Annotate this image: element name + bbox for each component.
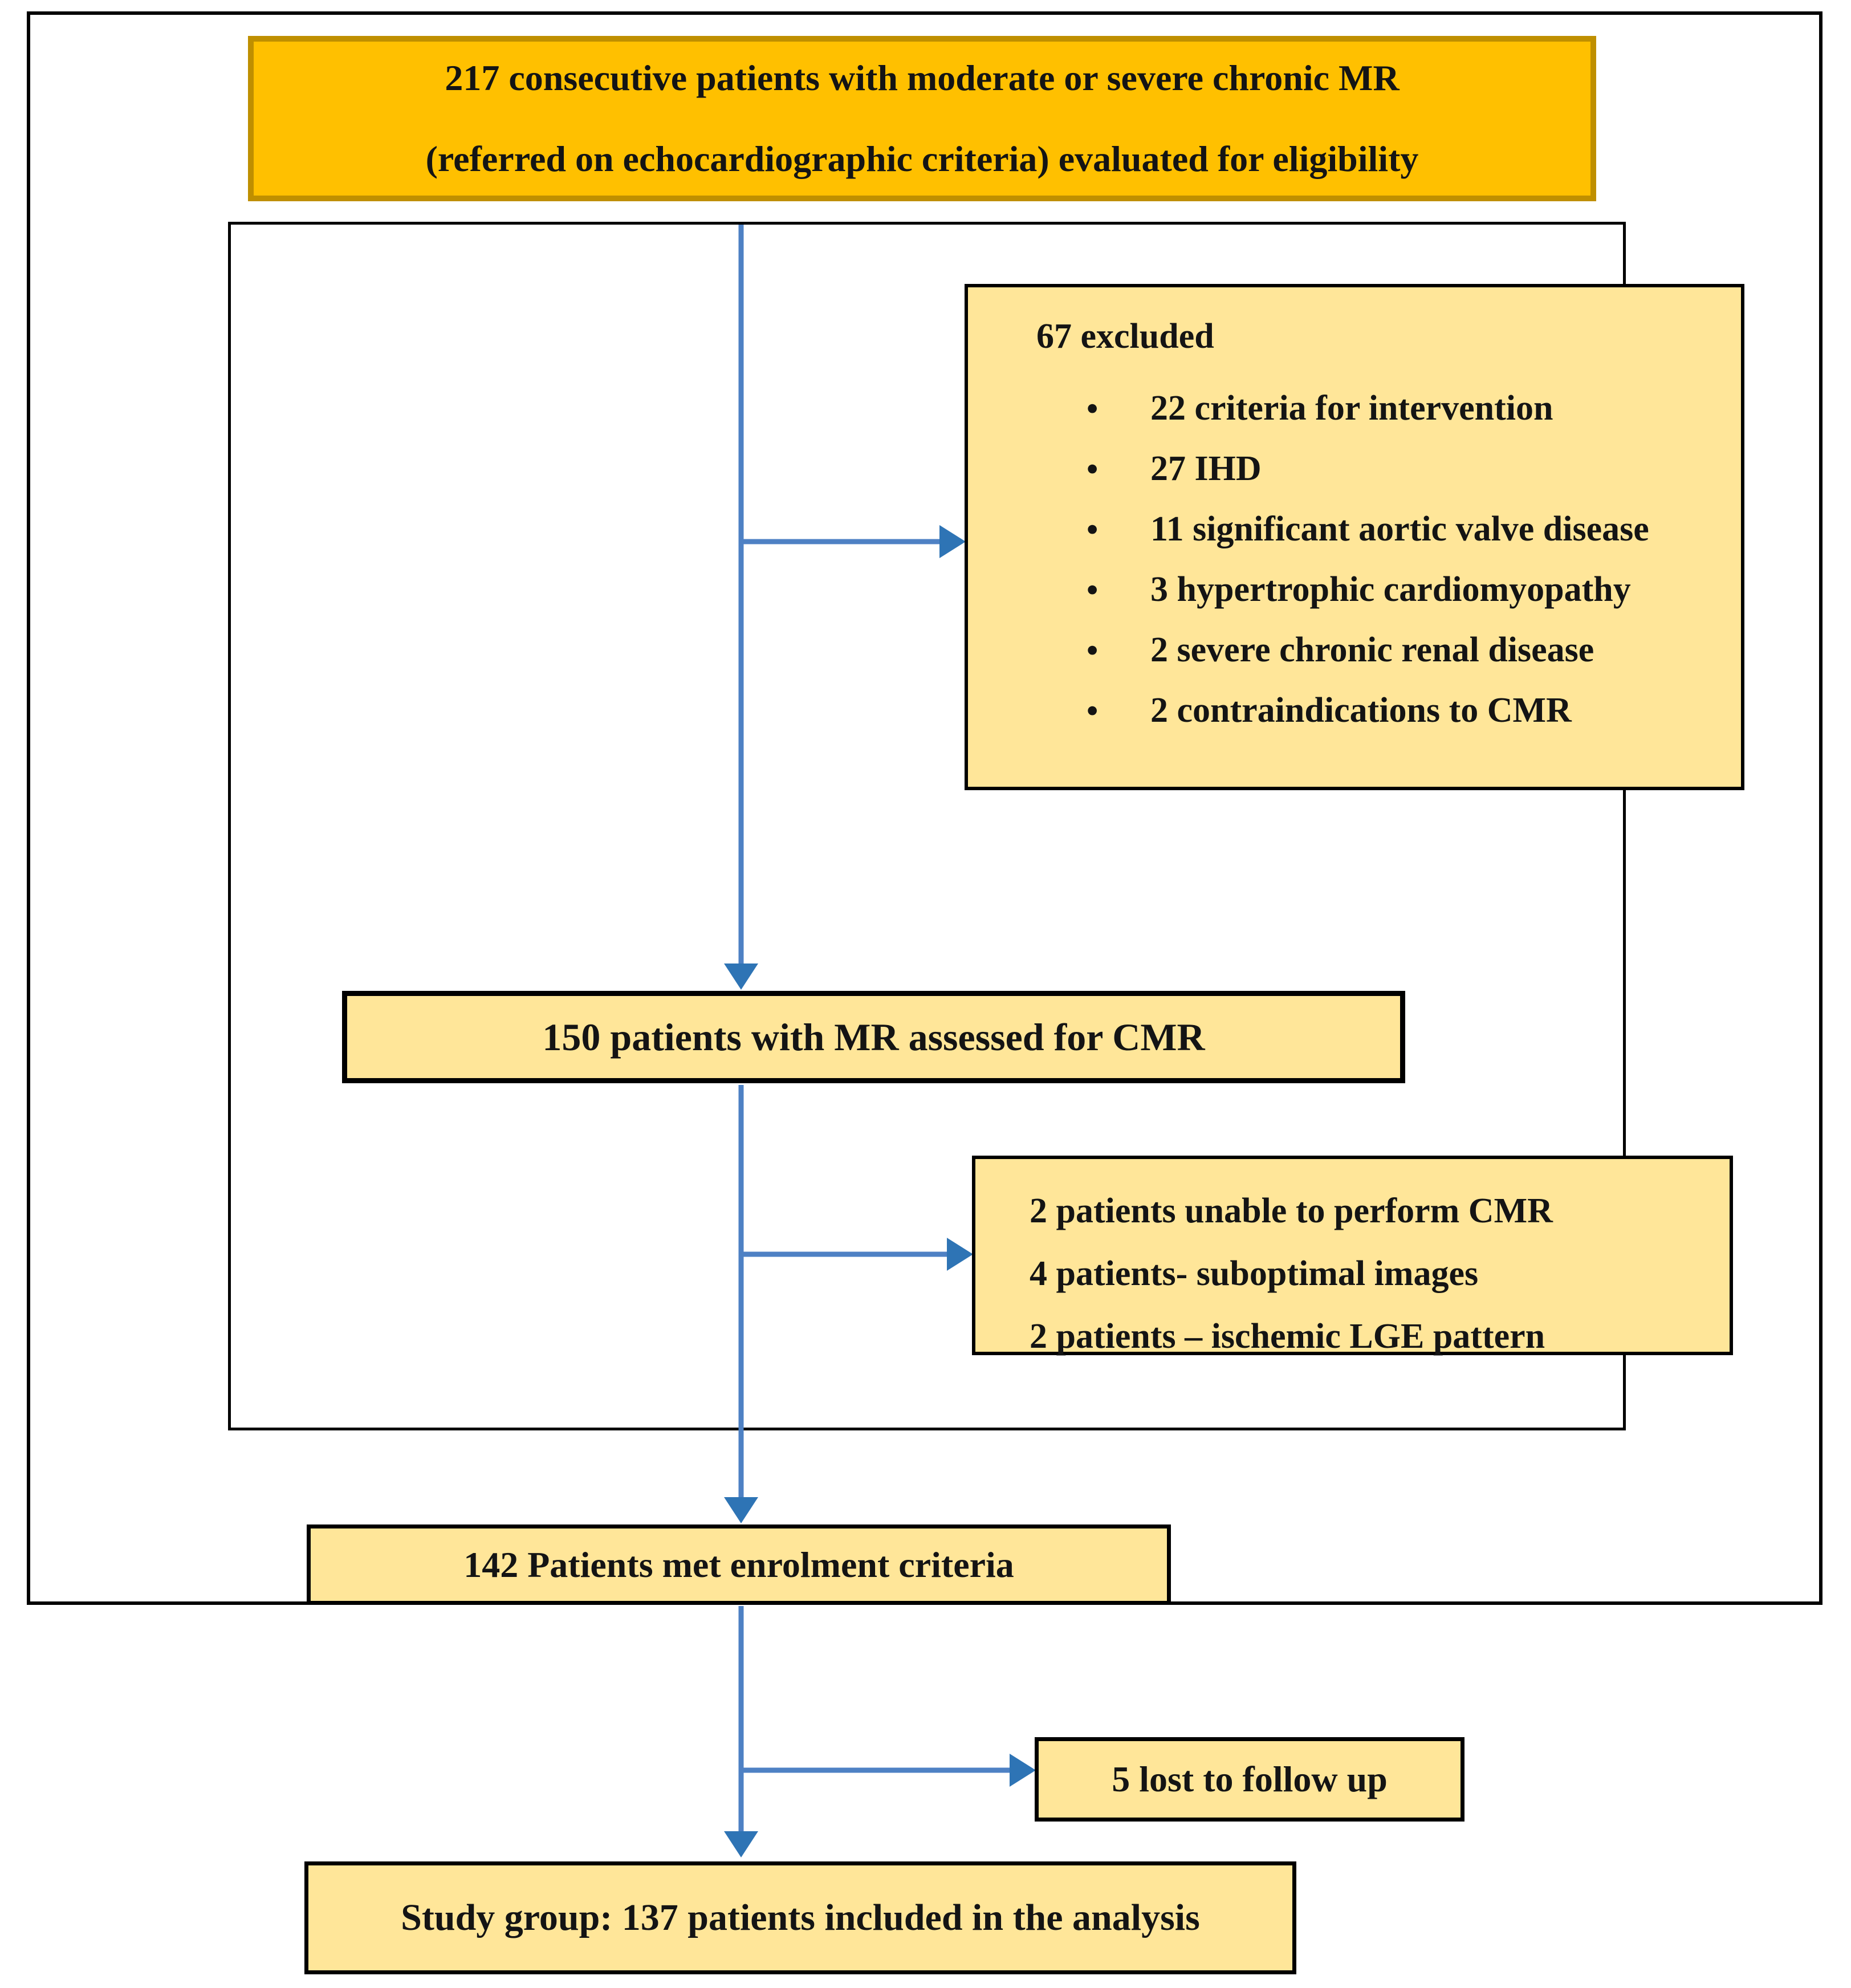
lost-follow-up-box: 5 lost to follow up [1035, 1737, 1464, 1822]
assessed-box: 150 patients with MR assessed for CMR [342, 991, 1405, 1083]
cmr-exclusion-line: 4 patients- suboptimal images [1030, 1254, 1479, 1293]
cmr-exclusions-box: 2 patients unable to perform CMR 4 patie… [972, 1156, 1733, 1356]
cmr-exclusion-line: 2 patients unable to perform CMR [1030, 1192, 1553, 1230]
arrowhead-down-assessed-icon [724, 963, 758, 990]
eligibility-box: 217 consecutive patients with moderate o… [248, 36, 1596, 201]
assessed-label: 150 patients with MR assessed for CMR [542, 1015, 1205, 1059]
cmr-exclusion-line: 2 patients – ischemic LGE pattern [1030, 1317, 1545, 1356]
excluded-box: 67 excluded • 22 criteria for interventi… [965, 284, 1744, 790]
excluded-item-text: 27 IHD [1150, 449, 1262, 488]
study-group-box: Study group: 137 patients included in th… [304, 1861, 1296, 1974]
bullet-icon: • [1087, 631, 1099, 669]
list-item: • 3 hypertrophic cardiomyopathy [1036, 568, 1724, 628]
enrolment-box: 142 Patients met enrolment criteria [307, 1524, 1171, 1605]
excluded-title: 67 excluded [1036, 317, 1214, 356]
excluded-item-text: 3 hypertrophic cardiomyopathy [1150, 570, 1631, 609]
bullet-icon: • [1087, 510, 1099, 548]
study-group-label: Study group: 137 patients included in th… [401, 1896, 1200, 1938]
arrowhead-right-lost-icon [1010, 1754, 1036, 1787]
excluded-item-text: 22 criteria for intervention [1150, 388, 1553, 428]
excluded-item-text: 11 significant aortic valve disease [1150, 509, 1649, 548]
list-item: • 11 significant aortic valve disease [1036, 507, 1724, 568]
list-item: • 2 contraindications to CMR [1036, 689, 1724, 749]
bullet-icon: • [1087, 389, 1099, 427]
bullet-icon: • [1087, 450, 1099, 487]
excluded-item-text: 2 contraindications to CMR [1150, 690, 1572, 730]
list-item: • 22 criteria for intervention [1036, 387, 1724, 447]
bullet-icon: • [1087, 692, 1099, 729]
excluded-item-text: 2 severe chronic renal disease [1150, 630, 1594, 669]
arrowhead-down-study-icon [724, 1831, 758, 1857]
eligibility-line-2: (referred on echocardiographic criteria)… [425, 139, 1419, 179]
lost-follow-up-label: 5 lost to follow up [1112, 1759, 1388, 1799]
arrowhead-right-excluded-icon [939, 525, 966, 558]
list-item: • 2 severe chronic renal disease [1036, 628, 1724, 689]
excluded-list: • 22 criteria for intervention • 27 IHD … [1036, 387, 1724, 749]
arrowhead-down-enrolment-icon [724, 1497, 758, 1523]
list-item: • 27 IHD [1036, 447, 1724, 507]
arrowhead-right-cmr-exclusions-icon [947, 1238, 973, 1271]
eligibility-line-1: 217 consecutive patients with moderate o… [445, 58, 1400, 98]
bullet-icon: • [1087, 571, 1099, 608]
enrolment-label: 142 Patients met enrolment criteria [463, 1544, 1014, 1585]
